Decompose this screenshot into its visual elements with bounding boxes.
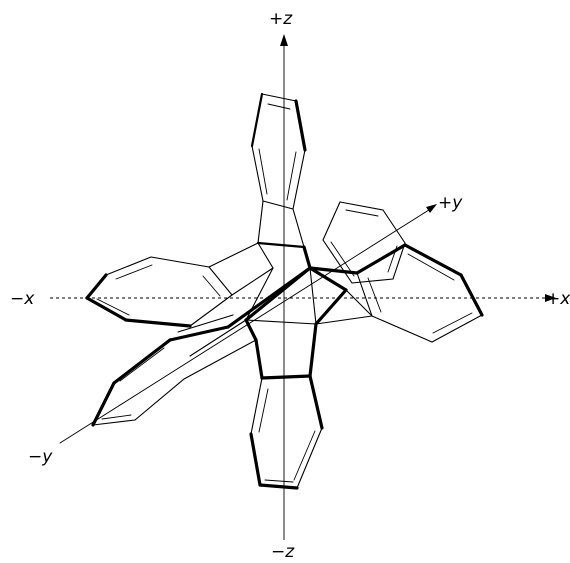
y-axis-arrow xyxy=(426,204,437,213)
right-benzo-ring xyxy=(308,243,484,343)
upper-five-ring xyxy=(256,200,312,270)
plus-z-label: +z xyxy=(269,9,293,29)
minus-z-label: −z xyxy=(271,542,295,562)
z-axis-arrow xyxy=(280,34,288,46)
upper-benzo-ring xyxy=(250,92,307,210)
minus-x-label: −x xyxy=(10,289,35,309)
left-benzo-ring xyxy=(85,242,274,328)
minus-y-label: −y xyxy=(28,447,53,467)
x-axis-arrow xyxy=(545,294,556,302)
axis-labels: +z −z −x +x +y −y xyxy=(10,9,570,562)
central-cage xyxy=(226,266,373,342)
plus-y-label: +y xyxy=(438,193,463,213)
lower-five-ring xyxy=(254,322,318,380)
lower-benzo-ring xyxy=(249,374,324,490)
coordinate-axes xyxy=(50,34,556,540)
y-axis-line xyxy=(59,207,433,444)
front-left-benzo-ring xyxy=(91,314,257,427)
plus-x-label: +x xyxy=(546,289,570,309)
